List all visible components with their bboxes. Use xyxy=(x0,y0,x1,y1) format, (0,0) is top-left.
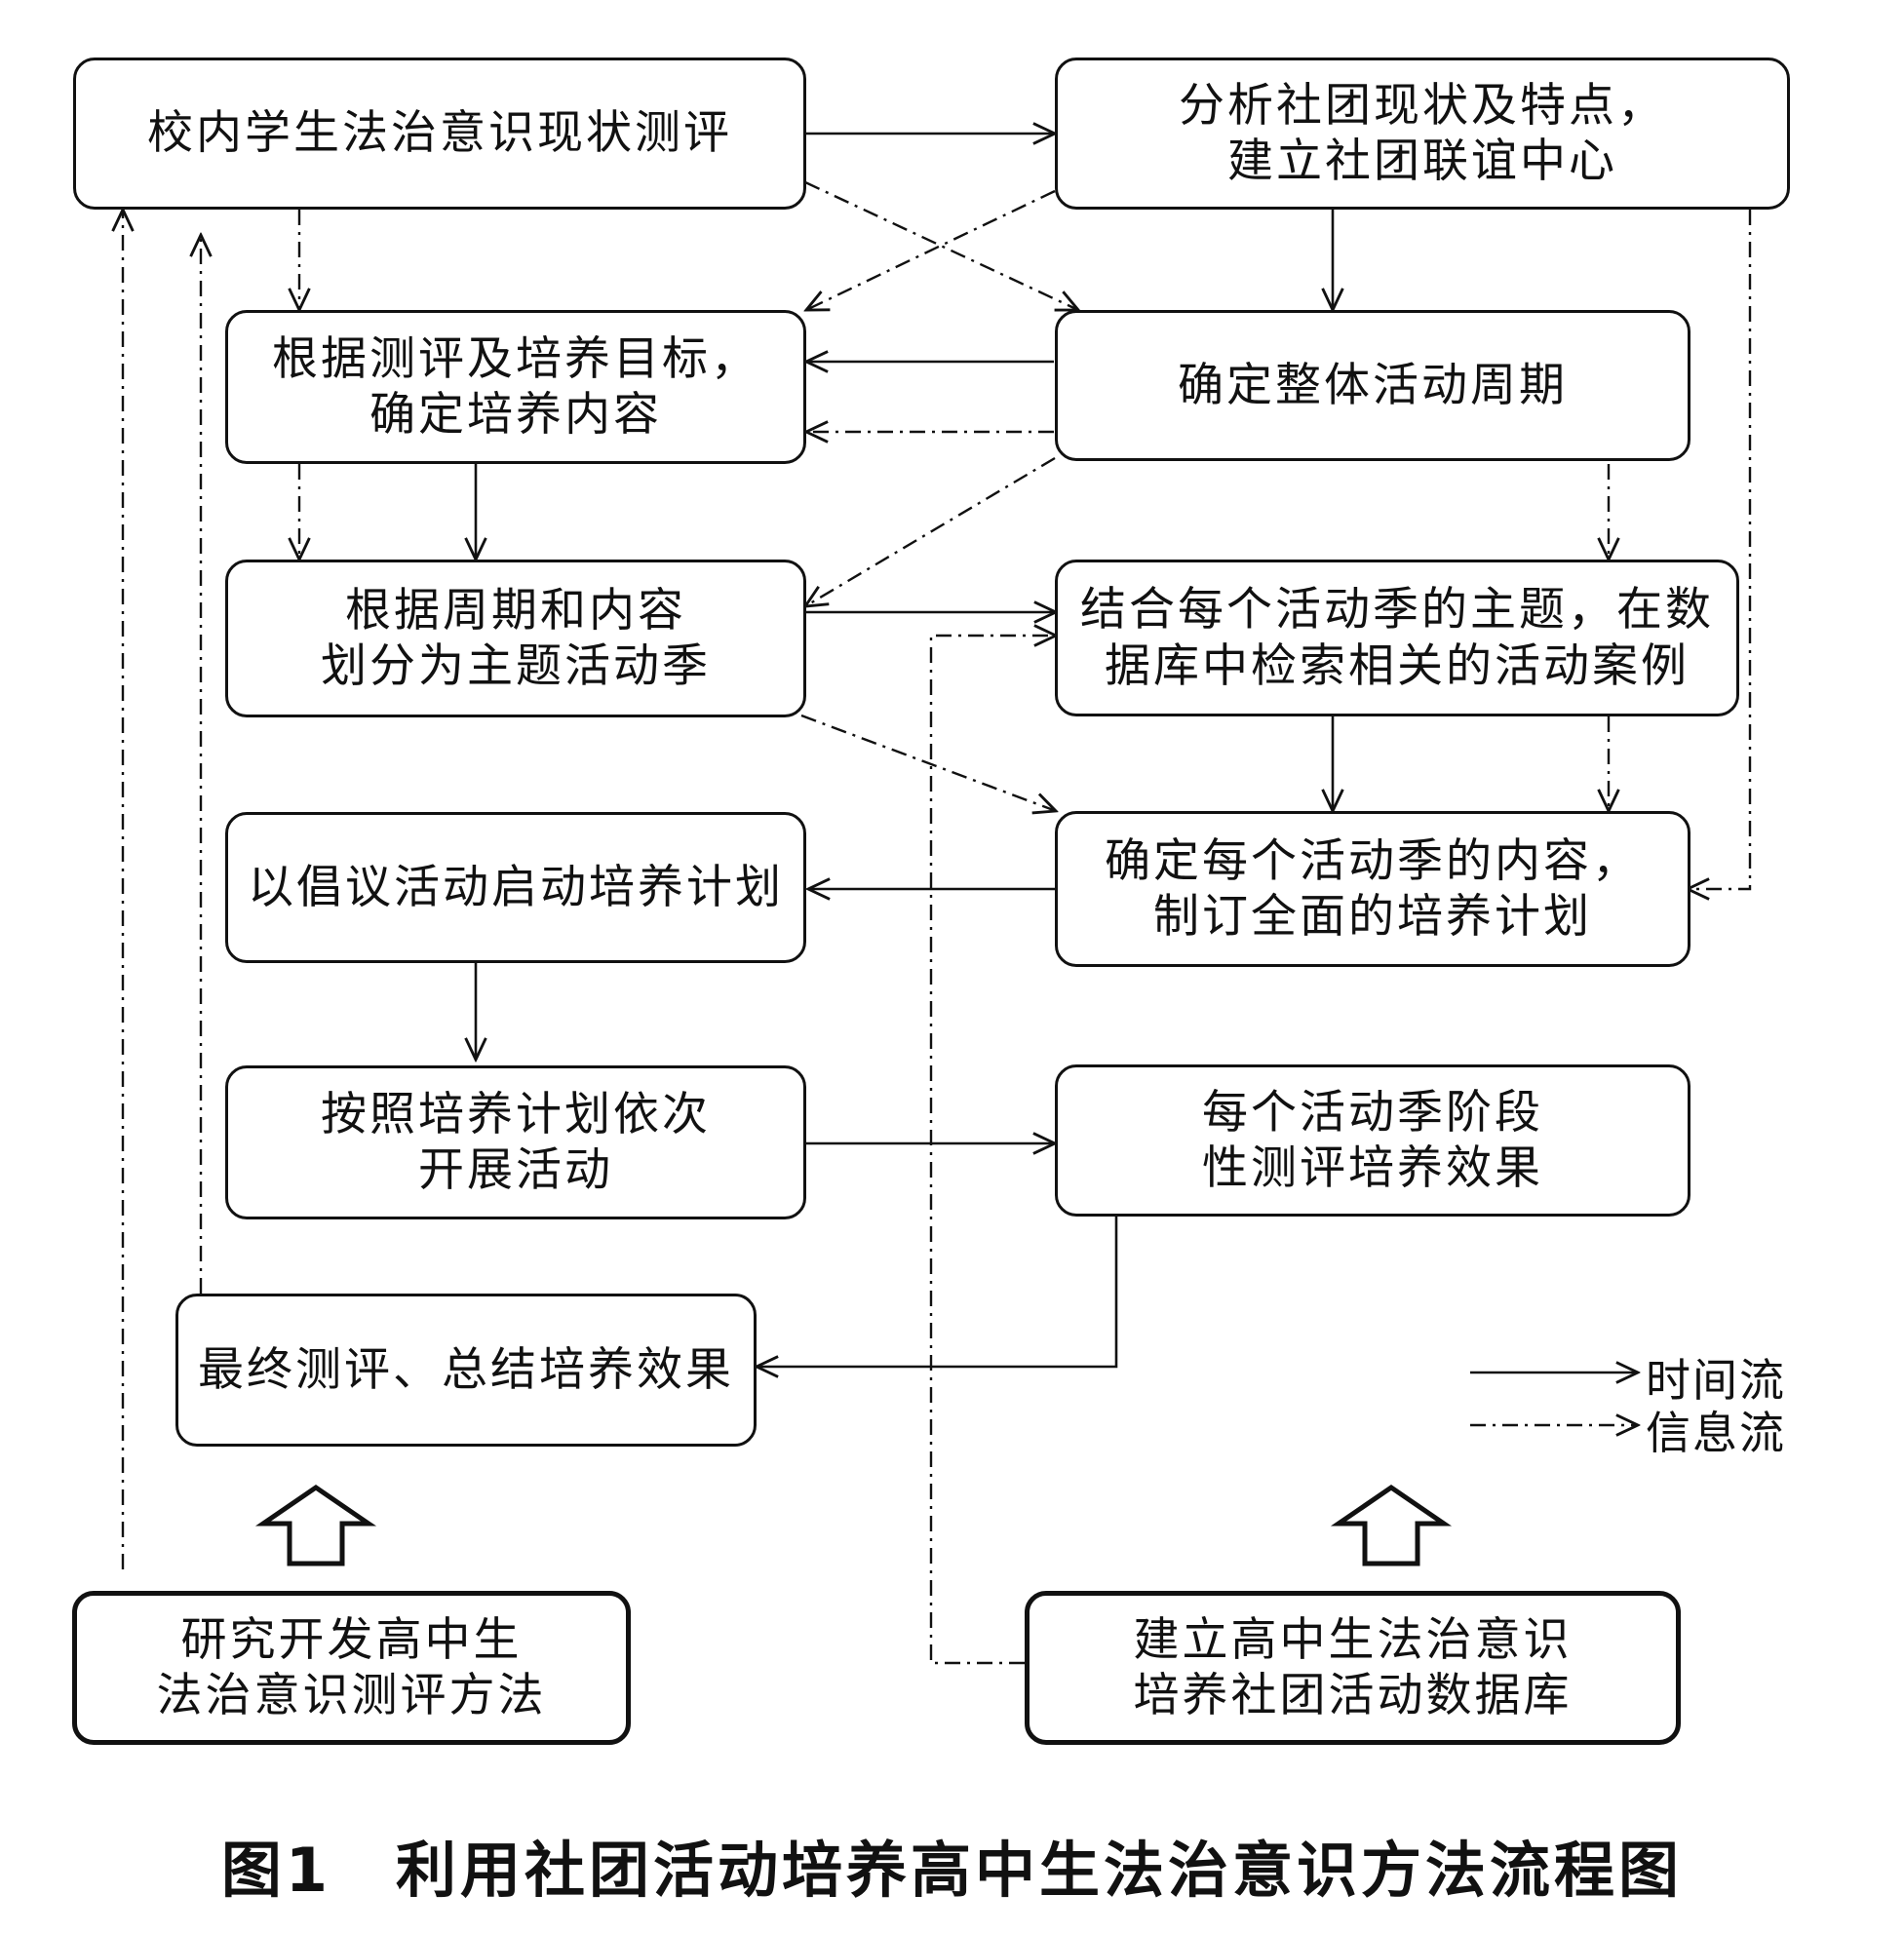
node-text: 培养社团活动数据库 xyxy=(1133,1669,1573,1722)
node-text: 划分为主题活动季 xyxy=(321,639,711,693)
node-text: 据库中检索相关的活动案例 xyxy=(1105,638,1690,693)
node-assessment-method: 研究开发高中生 法治意识测评方法 xyxy=(72,1591,631,1745)
node-text: 制订全面的培养计划 xyxy=(1153,890,1592,944)
node-text: 每个活动季阶段 xyxy=(1202,1085,1543,1140)
hollow-up-arrow xyxy=(1330,1484,1453,1566)
node-define-content: 根据测评及培养目标， 确定培养内容 xyxy=(225,310,806,464)
node-activity-cycle: 确定整体活动周期 xyxy=(1055,310,1690,461)
node-text: 确定每个活动季的内容， xyxy=(1105,833,1641,888)
time-flow-arrow xyxy=(757,1217,1118,1367)
node-activity-database: 建立高中生法治意识 培养社团活动数据库 xyxy=(1025,1591,1681,1745)
node-text: 结合每个活动季的主题，在数 xyxy=(1080,583,1714,638)
legend-info-flow-label: 信息流 xyxy=(1646,1407,1786,1459)
node-final-assessment: 最终测评、总结培养效果 xyxy=(175,1294,757,1447)
node-assess-status: 校内学生法治意识现状测评 xyxy=(73,58,806,210)
node-text: 研究开发高中生 xyxy=(180,1612,523,1667)
node-text: 建立高中生法治意识 xyxy=(1133,1612,1573,1667)
hollow-up-arrow xyxy=(254,1484,377,1566)
node-analyze-clubs: 分析社团现状及特点， 建立社团联谊中心 xyxy=(1055,58,1790,210)
node-run-activities: 按照培养计划依次 开展活动 xyxy=(225,1065,806,1219)
node-text: 以倡议活动启动培养计划 xyxy=(248,860,784,914)
info-flow-arrow xyxy=(805,456,1056,606)
info-flow-arrow xyxy=(800,714,1056,811)
node-text: 法治意识测评方法 xyxy=(156,1669,547,1722)
node-text: 校内学生法治意识现状测评 xyxy=(147,106,732,161)
node-text: 根据测评及培养目标， xyxy=(272,331,759,386)
info-flow-arrow xyxy=(929,636,1056,1665)
node-text: 建立社团联谊中心 xyxy=(1227,135,1617,188)
node-text: 根据周期和内容 xyxy=(345,583,686,638)
node-text: 按照培养计划依次 xyxy=(321,1087,711,1141)
node-text: 确定培养内容 xyxy=(369,388,662,442)
figure-caption: 图1 利用社团活动培养高中生法治意识方法流程图 xyxy=(220,1835,1684,1906)
node-text: 性测评培养效果 xyxy=(1202,1141,1543,1195)
node-stage-assessment: 每个活动季阶段 性测评培养效果 xyxy=(1055,1064,1690,1217)
legend-time-flow-label: 时间流 xyxy=(1646,1354,1786,1407)
node-launch-plan: 以倡议活动启动培养计划 xyxy=(225,812,806,963)
node-make-plan: 确定每个活动季的内容， 制订全面的培养计划 xyxy=(1055,811,1690,967)
node-text: 分析社团现状及特点， xyxy=(1179,78,1666,133)
node-text: 开展活动 xyxy=(418,1143,613,1197)
info-flow-arrow xyxy=(1688,210,1752,889)
node-divide-seasons: 根据周期和内容 划分为主题活动季 xyxy=(225,560,806,717)
info-flow-arrow xyxy=(806,189,1056,310)
node-search-cases: 结合每个活动季的主题，在数 据库中检索相关的活动案例 xyxy=(1055,560,1739,716)
node-text: 最终测评、总结培养效果 xyxy=(198,1342,734,1397)
node-text: 确定整体活动周期 xyxy=(1178,358,1568,412)
